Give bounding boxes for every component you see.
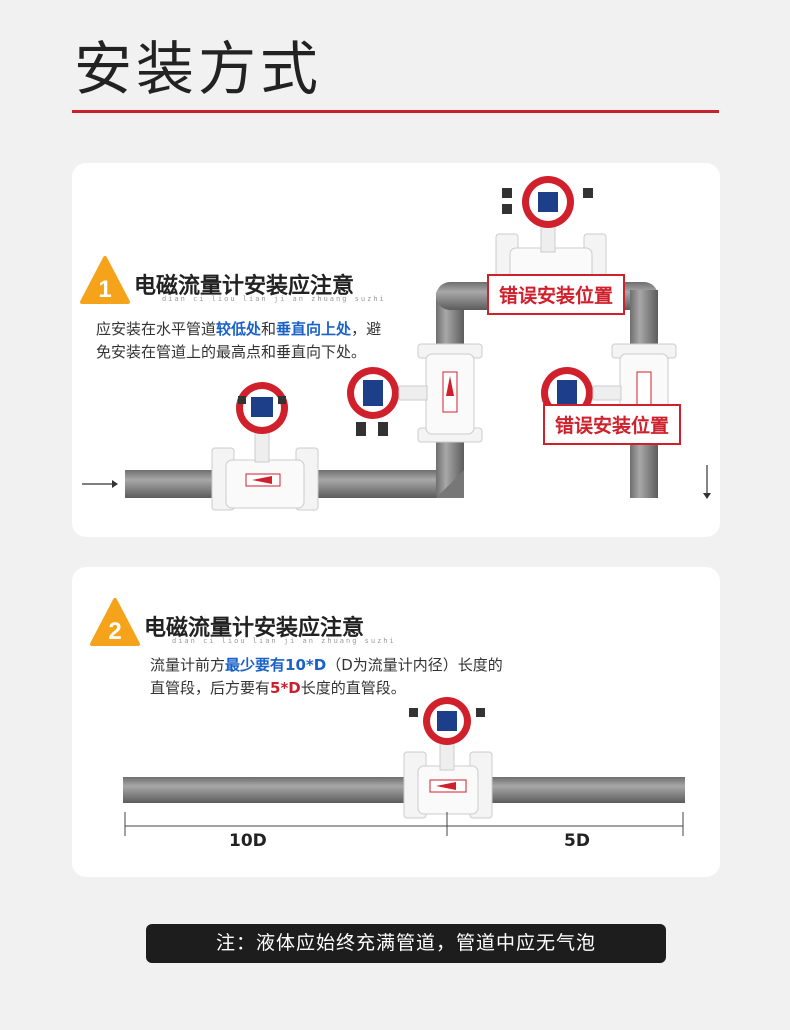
wrong-position-label-right: 错误安装位置 <box>543 404 682 445</box>
section1-heading: 电磁流量计安装应注意 <box>134 274 355 299</box>
wrong-position-label-top: 错误安装位置 <box>487 274 626 315</box>
section2-description: 流量计前方最少要有10*D（D为流量计内径）长度的直管段，后方要有5*D长度的直… <box>150 654 510 700</box>
section1-text-b: 和 <box>261 320 277 338</box>
title-divider <box>72 110 719 113</box>
section2-text-a: 流量计前方 <box>150 656 226 674</box>
section2-text-c: 长度的直管段。 <box>300 679 406 697</box>
down-arrow-icon <box>703 465 711 499</box>
warning-badge-2: 2 <box>90 598 140 646</box>
section1-highlight-vertical: 垂直向上处 <box>276 320 352 338</box>
flowmeter-straight-icon <box>403 697 493 819</box>
downstream-length-label: 5D <box>564 831 590 851</box>
install-note-card-2 <box>72 567 720 877</box>
section2-highlight-10d: 最少要有10*D <box>225 656 327 674</box>
section2-pinyin: dian ci liou lian ji an zhuang suzhi <box>172 637 396 645</box>
section2-heading: 电磁流量计安装应注意 <box>144 616 365 641</box>
page-title: 安装方式 <box>74 35 323 103</box>
section2-text-b: （D为流量计内径）长度的直管段，后方要有 <box>150 656 503 697</box>
dimension-lines <box>124 812 684 836</box>
flowmeter-riser-icon <box>347 343 483 443</box>
section2-highlight-5d: 5*D <box>270 679 301 697</box>
badge-number-2: 2 <box>108 618 121 645</box>
section1-text-a: 应安装在水平管道 <box>96 320 217 338</box>
footer-note: 注：液体应始终充满管道，管道中应无气泡 <box>146 924 666 963</box>
warning-badge-1: 1 <box>80 256 130 304</box>
section1-pinyin: dian ci liou lian ji an zhuang suzhi <box>162 295 386 303</box>
flow-arrow-icon <box>82 480 118 488</box>
section1-text-c: ，避免安装在管道上的最高点和垂直向下处。 <box>96 320 382 361</box>
section1-description: 应安装在水平管道较低处和垂直向上处，避免安装在管道上的最高点和垂直向下处。 <box>96 318 386 364</box>
section1-highlight-low: 较低处 <box>216 320 262 338</box>
flowmeter-horizontal-icon <box>211 382 319 511</box>
upstream-length-label: 10D <box>229 831 267 851</box>
badge-number-1: 1 <box>98 276 111 303</box>
